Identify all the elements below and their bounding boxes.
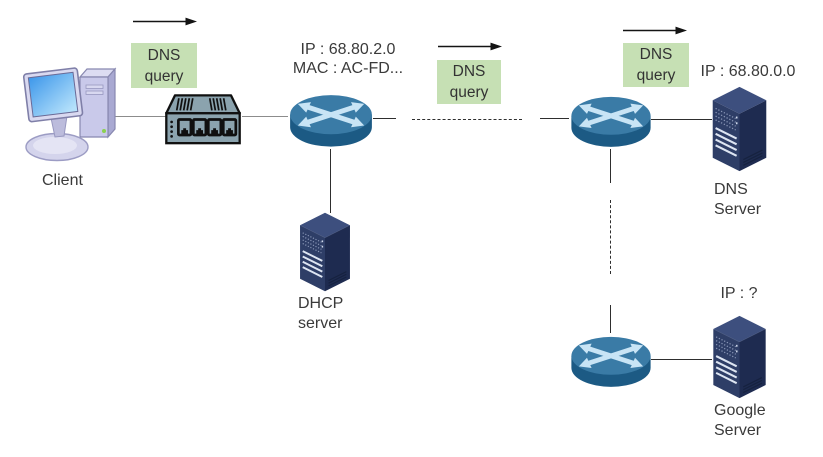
link-router3-google-server [651, 359, 712, 360]
google-server-label-line2: Server [714, 422, 762, 439]
link-router2-router3-dashed [610, 200, 611, 274]
link-router2-dns-server [651, 119, 712, 120]
link-router2-down-solid [610, 149, 611, 183]
desktop-computer-icon [20, 62, 120, 164]
router1-mac-label: MAC : AC-FD... [292, 60, 404, 77]
right-arrow-icon [132, 15, 198, 27]
right-arrow-icon [622, 24, 688, 36]
link-router1-dhcp-server [330, 149, 331, 213]
dns-query-label-1-line1: DNS [147, 46, 181, 64]
google-server-ip-label: IP : ? [720, 285, 758, 302]
dns-query-label-3-line1: DNS [639, 46, 673, 63]
link-router1-stub [373, 118, 396, 119]
dns-query-label-1-line2: query [144, 67, 184, 85]
link-stub-router2 [540, 118, 569, 119]
dns-query-label-2-line2: query [449, 84, 489, 101]
dns-query-label-2-line1: DNS [452, 63, 486, 80]
router1-icon [286, 88, 376, 152]
dns-query-label-1: DNS query [131, 43, 197, 88]
right-arrow-icon [437, 40, 503, 52]
dhcp-server-label-line2: server [298, 315, 343, 332]
google-server-label-line1: Google [714, 402, 766, 419]
link-switch-router1 [242, 116, 288, 117]
dns-query-label-3: DNS query [623, 43, 689, 87]
google-server-icon [710, 314, 769, 400]
link-wan-dashed [412, 119, 522, 120]
dns-server-icon [710, 85, 769, 173]
dns-query-label-3-line2: query [636, 67, 676, 84]
dns-query-label-2: DNS query [437, 60, 501, 104]
router1-ip-label: IP : 68.80.2.0 [300, 41, 396, 58]
network-switch-icon [162, 92, 244, 148]
router3-icon [567, 330, 655, 392]
client-label: Client [42, 172, 83, 189]
router2-icon [567, 90, 655, 152]
dns-server-label-line2: Server [714, 201, 762, 218]
link-client-switch [108, 116, 166, 117]
dhcp-server-label-line1: DHCP [298, 295, 344, 312]
link-router3-up-solid [610, 305, 611, 333]
dns-server-ip-label: IP : 68.80.0.0 [700, 63, 796, 80]
dhcp-server-icon [294, 211, 356, 293]
dns-server-label-line1: DNS [714, 181, 748, 198]
